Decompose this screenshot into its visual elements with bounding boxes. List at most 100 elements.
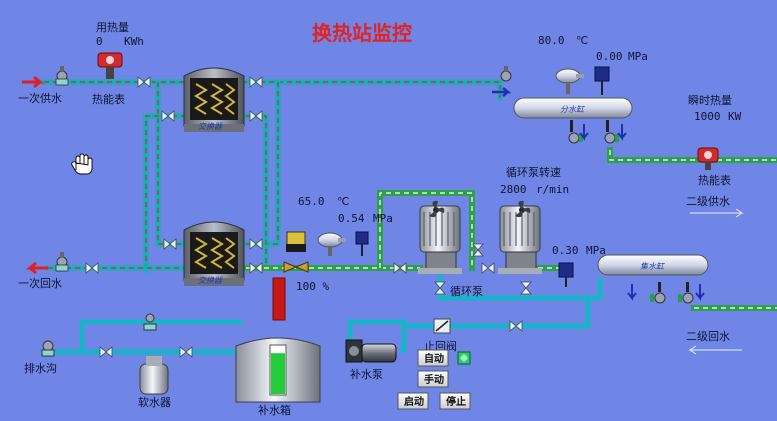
circulation-pump-1[interactable] xyxy=(418,205,462,274)
stop-button[interactable]: 停止 xyxy=(439,392,471,410)
cumulative-heat-title: 用热量 xyxy=(96,21,129,34)
pressure-low-value: 0.30 xyxy=(552,244,579,257)
blue-arrow-icon xyxy=(627,284,705,301)
gate-valve-icon[interactable] xyxy=(249,262,263,274)
gate-valve-icon[interactable] xyxy=(137,76,151,88)
gate-valve-icon[interactable] xyxy=(179,346,193,358)
cumulative-heat-unit: KWh xyxy=(124,35,144,48)
heat-meter-icon xyxy=(97,52,123,79)
gate-valve-icon[interactable] xyxy=(161,110,175,122)
gate-valve-icon[interactable] xyxy=(509,320,523,332)
circ-pump-label: 循环泵 xyxy=(450,285,483,298)
drain-label: 排水沟 xyxy=(24,361,57,375)
hand-cursor-icon xyxy=(71,153,93,175)
fan-icon xyxy=(429,200,445,218)
blue-arrow-icon xyxy=(579,124,627,141)
instant-heat-title: 瞬时热量 xyxy=(688,94,732,107)
gate-valve-icon[interactable] xyxy=(99,346,113,358)
auto-button-label: 自动 xyxy=(424,352,444,365)
collector-label: 集水缸 xyxy=(640,262,666,271)
instant-heat-unit: KW xyxy=(728,110,742,123)
drain-valve-icon[interactable] xyxy=(41,340,55,357)
red-arrow-icon xyxy=(22,75,45,89)
gate-valve-icon[interactable] xyxy=(520,281,532,295)
cumulative-heat-value: 0 xyxy=(96,35,103,48)
makeup-pump-label: 补水泵 xyxy=(350,368,383,381)
softener-vessel[interactable] xyxy=(139,356,169,395)
distributor-vessel[interactable] xyxy=(513,97,633,119)
instant-heat-value: 1000 xyxy=(694,110,721,123)
heat-meter-label: 热能表 xyxy=(92,92,125,106)
status-led-icon xyxy=(457,351,471,365)
outlet-valve-icon[interactable] xyxy=(568,120,583,144)
control-valve-icon[interactable] xyxy=(283,231,309,273)
return-valve-icon[interactable] xyxy=(55,252,69,272)
manual-button[interactable]: 手动 xyxy=(417,370,449,388)
secondary-return-label: 二级回水 xyxy=(686,330,730,343)
exchanger-1-label: 交换器 xyxy=(198,122,223,131)
pump-speed-value: 2800 xyxy=(500,183,527,196)
temp-mid-unit: ℃ xyxy=(337,195,349,208)
start-button-label: 启动 xyxy=(404,395,424,408)
gate-valve-icon[interactable] xyxy=(249,76,263,88)
gate-valve-icon[interactable] xyxy=(393,262,407,274)
gate-valve-icon[interactable] xyxy=(434,281,446,295)
softener-label: 软水器 xyxy=(138,395,171,409)
temp-top-unit: ℃ xyxy=(576,34,588,47)
inlet-valve-icon[interactable] xyxy=(678,282,694,304)
makeup-tank-label: 补水箱 xyxy=(258,403,291,417)
distributor-label: 分水缸 xyxy=(560,105,586,114)
pressure-transmitter-icon xyxy=(558,262,574,287)
heat-exchanger-1[interactable] xyxy=(183,67,245,132)
arrow-left-icon xyxy=(688,345,742,355)
gate-valve-icon[interactable] xyxy=(500,66,512,82)
outlet-valve-icon[interactable] xyxy=(604,120,619,144)
heat-meter-2-label: 热能表 xyxy=(698,173,731,187)
pressure-mid-value: 0.54 xyxy=(338,212,365,225)
manual-button-label: 手动 xyxy=(424,373,444,386)
gate-valve-icon[interactable] xyxy=(481,262,495,274)
gate-valve-icon[interactable] xyxy=(472,243,484,257)
inlet-valve-icon[interactable] xyxy=(650,282,666,304)
collector-vessel[interactable] xyxy=(597,254,709,276)
stop-button-label: 停止 xyxy=(446,395,466,408)
heat-meter-icon xyxy=(697,147,719,170)
start-button[interactable]: 启动 xyxy=(397,392,429,410)
temperature-sensor-icon xyxy=(317,232,346,256)
pump-speed-unit: r/min xyxy=(536,183,569,196)
pump-speed-title: 循环泵转速 xyxy=(506,165,561,179)
gate-valve-icon[interactable] xyxy=(163,238,177,250)
makeup-pump[interactable] xyxy=(345,339,397,363)
temp-top-value: 80.0 xyxy=(538,34,565,47)
check-valve-icon[interactable] xyxy=(433,318,451,334)
heat-exchanger-2[interactable] xyxy=(183,221,245,286)
pressure-top-value: 0.00 xyxy=(596,50,623,63)
valve-opening-bar xyxy=(272,277,286,321)
gate-valve-icon[interactable] xyxy=(249,238,263,250)
blue-arrow-icon xyxy=(492,87,512,97)
secondary-supply-label: 二级供水 xyxy=(686,194,730,208)
gate-valve-icon[interactable] xyxy=(85,262,99,274)
auto-button[interactable]: 自动 xyxy=(417,349,449,367)
primary-supply-label: 一次供水 xyxy=(18,91,62,105)
page-title: 换热站监控 xyxy=(312,21,412,45)
primary-return-label: 一次回水 xyxy=(18,276,62,290)
red-arrow-icon xyxy=(25,261,48,275)
tank-level-bar xyxy=(271,353,285,394)
gate-valve-icon[interactable] xyxy=(143,313,157,331)
pressure-top-unit: MPa xyxy=(628,50,648,63)
pressure-low-unit: MPa xyxy=(586,244,606,257)
temperature-sensor-icon xyxy=(555,68,584,94)
circulation-pump-2[interactable] xyxy=(498,205,542,274)
fan-icon xyxy=(515,200,531,218)
pressure-transmitter-icon xyxy=(355,231,369,256)
pressure-mid-unit: MPa xyxy=(373,212,393,225)
arrow-right-icon xyxy=(690,208,744,218)
pressure-transmitter-icon xyxy=(594,66,610,95)
gate-valve-icon[interactable] xyxy=(249,110,263,122)
exchanger-2-label: 交换器 xyxy=(198,276,223,285)
temp-mid-value: 65.0 xyxy=(298,195,325,208)
valve-opening-percent: 100 % xyxy=(296,280,329,293)
supply-valve-icon[interactable] xyxy=(55,66,69,86)
